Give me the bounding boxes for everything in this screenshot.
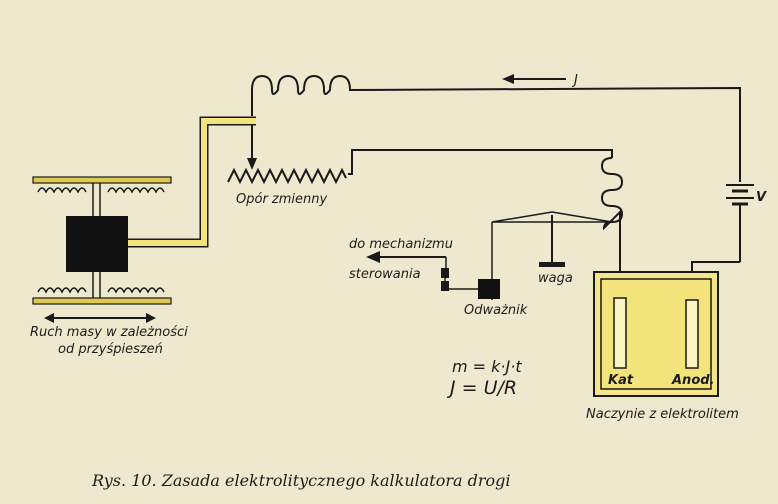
figure-caption: Rys. 10. Zasada elektrolitycznego kalkul… (91, 471, 511, 490)
top-plate (32, 176, 172, 184)
formula-mass: m = k·J·t (452, 357, 522, 376)
right-coil (600, 157, 624, 298)
control-output: do mechanizmu sterowania (349, 237, 453, 282)
control-arrow (366, 251, 380, 263)
battery: V (691, 184, 767, 300)
anode-electrode (685, 299, 699, 369)
lower-spring-left (37, 287, 87, 294)
counterweight-block (478, 279, 500, 299)
cathode-label: Kat (608, 373, 634, 388)
accelerometer: Ruch masy w zależności od przyśpieszeń (30, 176, 188, 357)
scale-pan (539, 262, 565, 267)
mass-motion-label-2: od przyśpieszeń (58, 342, 163, 357)
mass-block (66, 216, 128, 272)
resistor-zigzag (227, 167, 347, 185)
balance-scale: waga Odważnik (441, 211, 613, 318)
upper-spring-right (107, 187, 165, 194)
top-coil (251, 74, 741, 182)
current-arrow (502, 74, 514, 84)
formula-current: J = U/R (446, 377, 517, 399)
top-circuit: J (251, 73, 741, 182)
scale-label: waga (538, 271, 573, 286)
current-label: J (571, 73, 578, 88)
variable-resistor-label: Opór zmienny (236, 192, 327, 207)
bottom-plate (32, 297, 172, 305)
mass-motion-label-1: Ruch masy w zależności (30, 325, 188, 340)
voltage-label: V (756, 190, 767, 205)
wiper-arrow (247, 158, 257, 170)
vessel-label: Naczynie z elektrolitem (586, 407, 739, 422)
to-mechanism-label-1: do mechanizmu (349, 237, 453, 252)
counterweight-label: Odważnik (464, 303, 528, 318)
anode-label: Anod. (671, 373, 715, 388)
variable-resistor: Opór zmienny (227, 124, 613, 207)
upper-spring-left (37, 187, 87, 194)
electrolyte-vessel: Kat Anod. Naczynie z elektrolitem (586, 271, 739, 422)
lower-spring-right (107, 287, 165, 294)
to-mechanism-label-2: sterowania (349, 267, 421, 282)
cathode-electrode (613, 297, 627, 369)
